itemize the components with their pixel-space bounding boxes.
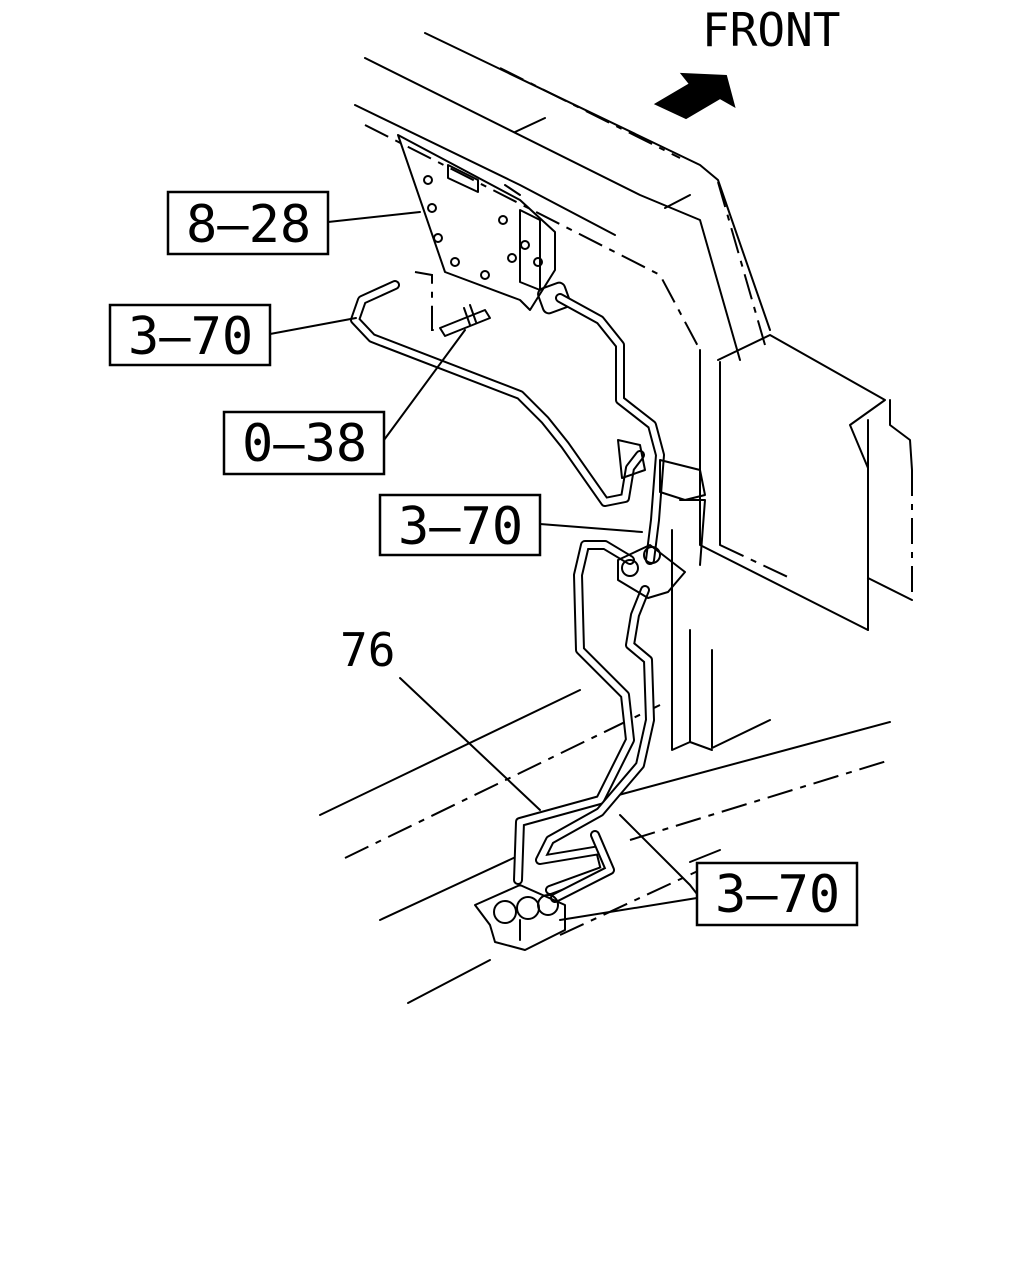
brake-pipe-lines	[350, 280, 665, 903]
vehicle-frame-outline	[319, 32, 913, 1004]
callout-3-70-c[interactable]: 3–70	[559, 814, 859, 927]
front-label: FRONT	[702, 3, 840, 57]
pipe-joint-fitting	[617, 439, 706, 599]
callout-3-70-a-text: 3–70	[128, 307, 253, 367]
front-arrow-icon	[653, 72, 736, 120]
callout-3-70-c-text: 3–70	[715, 865, 840, 925]
callout-0-38-text: 0–38	[242, 414, 367, 474]
callout-3-70-b[interactable]: 3–70	[378, 493, 643, 557]
part-number-76[interactable]: 76	[340, 623, 541, 811]
callout-3-70-a[interactable]: 3–70	[108, 303, 357, 367]
part-number-76-text: 76	[340, 623, 395, 677]
callout-3-70-b-text: 3–70	[398, 497, 523, 557]
valve-mounting-plate	[397, 134, 571, 315]
callout-0-38[interactable]: 0–38	[222, 329, 466, 476]
bolt-part	[414, 271, 491, 337]
distribution-block	[474, 884, 566, 951]
callout-8-28-text: 8–28	[186, 195, 311, 255]
callout-8-28[interactable]: 8–28	[166, 190, 421, 256]
